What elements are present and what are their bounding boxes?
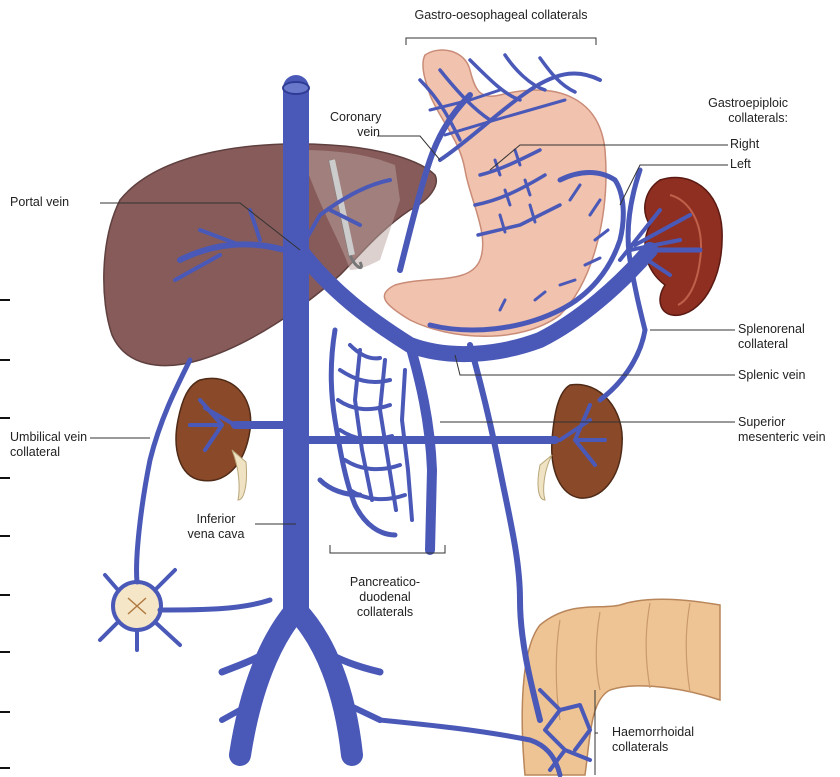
gastroepiploic-label: Gastroepiploic collaterals: [700,96,788,126]
ivc-label-line2: vena cava [180,527,252,542]
pancreatico-duodenal-label-line2: duodenal [340,590,430,605]
ivc-label: Inferior vena cava [180,512,252,542]
haemorrhoidal-label-line1: Haemorrhoidal [612,725,694,740]
superior-mesenteric-label-line2: mesenteric vein [738,430,826,445]
gastroepiploic-right-label: Right [730,137,759,152]
pancreatico-duodenal-label: Pancreatico- duodenal collaterals [340,575,430,620]
umbilical-vein-label-line2: collateral [10,445,87,460]
haemorrhoidal-label-line2: collaterals [612,740,694,755]
umbilical-vein-label-line1: Umbilical vein [10,430,87,445]
splenorenal-label: Splenorenal collateral [738,322,805,352]
gastroepiploic-label-line2: collaterals: [700,111,788,126]
splenorenal-label-line2: collateral [738,337,805,352]
haemorrhoidal-label: Haemorrhoidal collaterals [612,725,694,755]
coronary-vein-label-line1: Coronary [330,110,380,125]
coronary-vein-label-line2: vein [330,125,380,140]
gastro-oesophageal-label: Gastro-oesophageal collaterals [406,8,596,23]
portal-vein-label: Portal vein [10,195,69,210]
ivc-label-line1: Inferior [180,512,252,527]
coronary-vein-label: Coronary vein [330,110,380,140]
gastroepiploic-left-label: Left [730,157,751,172]
superior-mesenteric-label-line1: Superior [738,415,826,430]
splenorenal-label-line1: Splenorenal [738,322,805,337]
umbilical-vein-label: Umbilical vein collateral [10,430,87,460]
pancreatico-duodenal-label-line1: Pancreatico- [340,575,430,590]
superior-mesenteric-label: Superior mesenteric vein [738,415,826,445]
gastroepiploic-label-line1: Gastroepiploic [700,96,788,111]
splenic-vein-label: Splenic vein [738,368,805,383]
margin-ticks [0,300,10,768]
pancreatico-duodenal-label-line3: collaterals [340,605,430,620]
